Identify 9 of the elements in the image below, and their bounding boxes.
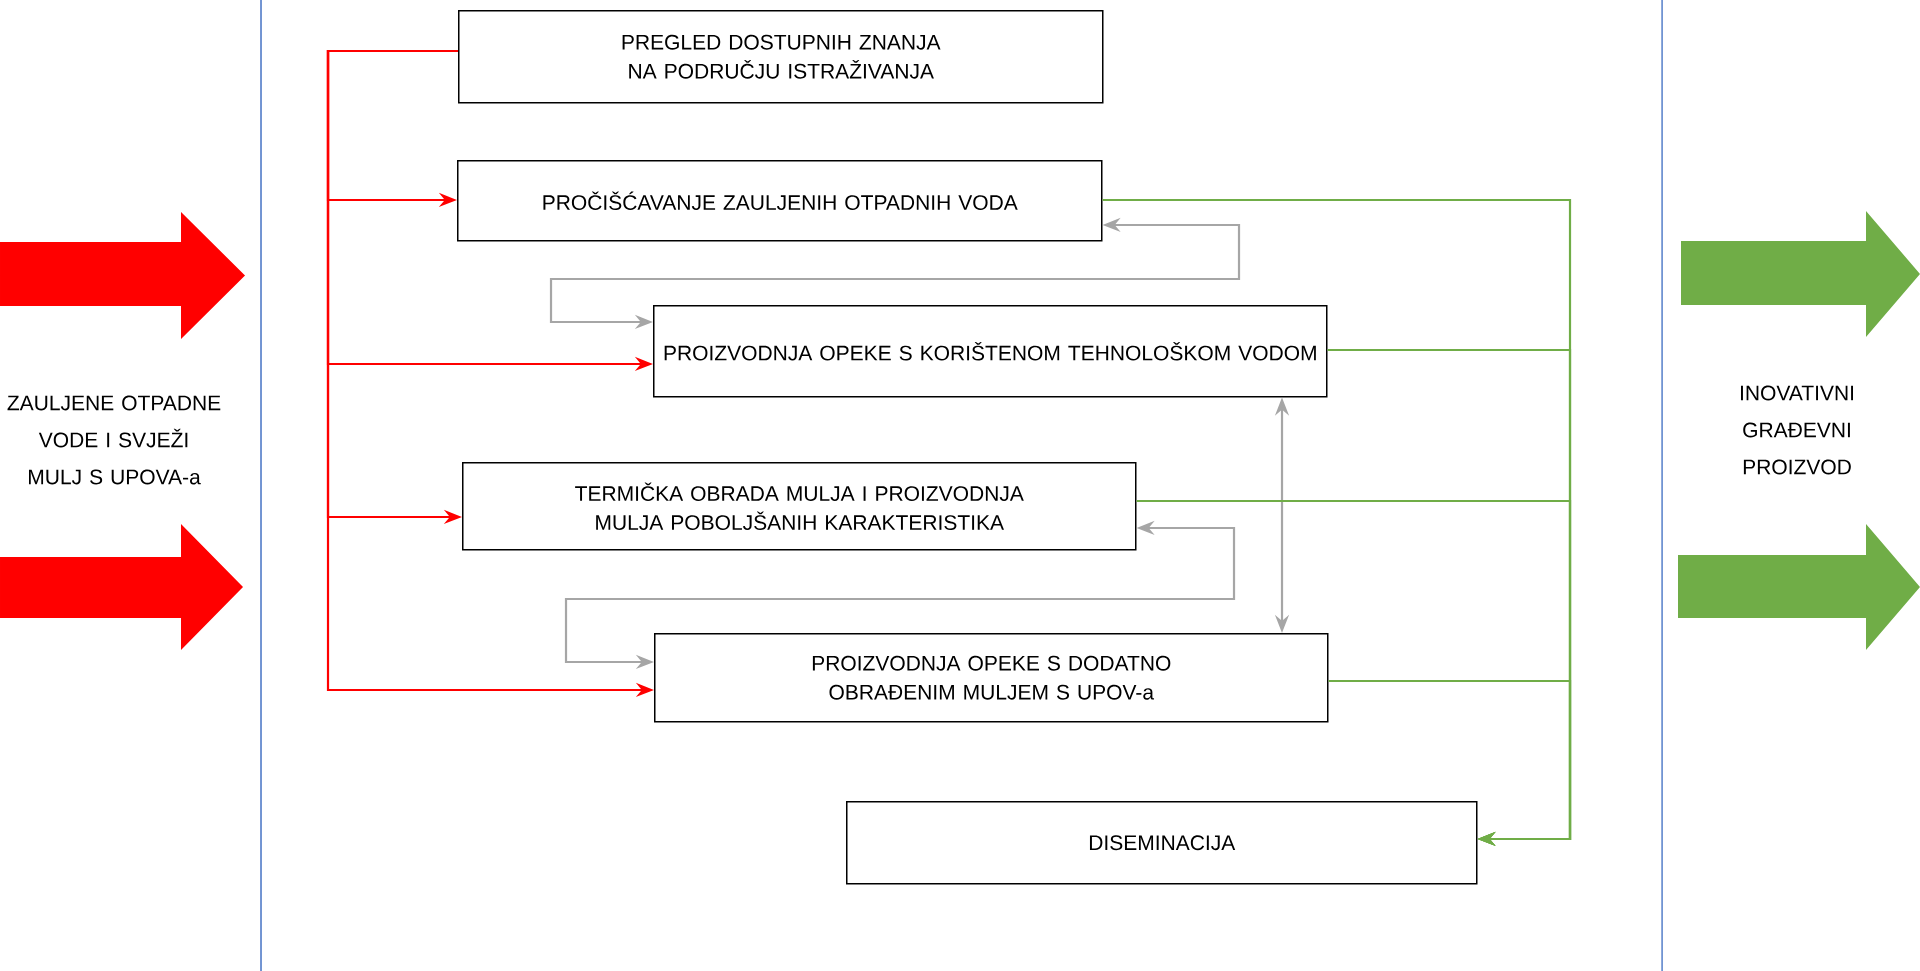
- process-box: DISEMINACIJA: [846, 801, 1478, 885]
- process-box: PROIZVODNJA OPEKE S DODATNO OBRAĐENIM MULJEM S UPOV-a: [654, 633, 1329, 723]
- process-box: PROČIŠĆAVANJE ZAULJENIH OTPADNIH VODA: [457, 160, 1103, 242]
- process-box: PREGLED DOSTUPNIH ZNANJA NA PODRUČJU ISTRAŽIVANJA: [458, 10, 1104, 104]
- side-label: ZAULJENE OTPADNE VODE I SVJEŽI MULJ S UPOVA-a: [7, 395, 221, 485]
- side-label: INOVATIVNI GRAĐEVNI PROIZVOD: [1741, 385, 1854, 475]
- arrow: [1328, 679, 1572, 847]
- process-box: PROIZVODNJA OPEKE S KORIŠTENOM TEHNOLOŠKOM VODOM: [653, 305, 1328, 398]
- process-box: TERMIČKA OBRADA MULJA I PROIZVODNJA MULJA POBOLJŠANIH KARAKTERISTIKA: [462, 462, 1137, 551]
